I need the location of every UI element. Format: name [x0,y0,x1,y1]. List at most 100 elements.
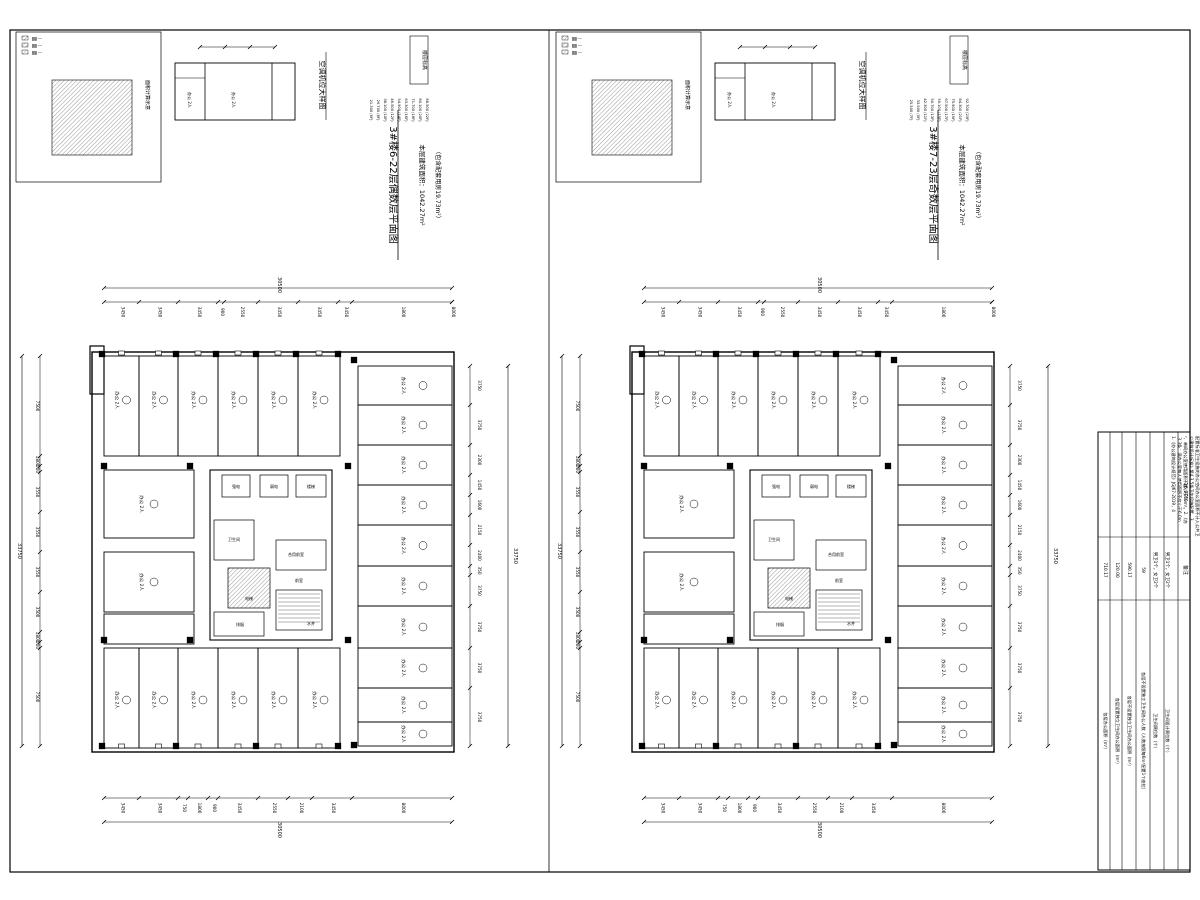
dim-value: 3750 [477,585,482,596]
dimension-tick [19,353,25,359]
dim-value: 3750 [1017,380,1022,391]
toilet [213,519,255,561]
elevation: 25.500 (7F) [909,100,913,121]
room-label: 办公 2人 [400,496,407,514]
area-diagram [591,79,673,156]
core-outline [209,469,333,641]
elevation: 21.300 (6F) [369,100,373,121]
dim-value: 2300 [477,455,482,466]
dim-value: 1800 [575,456,580,467]
room-label: 办公 2人 [230,391,237,409]
table-row-label: 卫生间设计厕位数（个） [1164,709,1171,755]
drawing-frame [9,29,1191,873]
core-label: 前室 [835,577,843,583]
shaft [259,474,289,498]
plan-sheets: ▒▒ ──▒▒ ──▒▒ ──面积计算示意办公 2人办公 2人空调机位大样图3#… [15,31,1058,838]
office-room [837,355,881,457]
dim-value: 350 [1017,567,1022,575]
column [640,636,648,644]
dimension-tick [1007,542,1013,548]
dim-total: 33750 [512,548,518,564]
dimension-tick [101,285,107,291]
room-label: 办公 2人 [940,618,947,636]
elevation: 80.100 (20F) [418,98,422,122]
column [252,742,260,750]
dim-value: 3750 [477,712,482,723]
office-room [797,647,839,749]
column [874,742,882,750]
toilet [753,519,795,561]
window [658,743,665,749]
dimension-tick [309,795,315,801]
core-label: 前室 [295,577,303,583]
dim-value: 3550 [35,487,40,498]
elevation: 75.900 (19F) [951,98,955,122]
area-line: 本层建筑面积：1042.27m² [958,144,967,226]
dim-value: 3550 [35,527,40,538]
window [695,350,702,356]
legend-title: 面积计算示意 [144,80,151,110]
room-label: 办公 2人 [770,391,777,409]
core-label: 弱电 [810,483,818,489]
dimension-tick [762,44,768,50]
window [194,743,202,749]
core-outline [749,469,873,641]
window [274,743,282,749]
room-number [958,541,968,550]
dim-value: 2550 [812,803,817,814]
column [752,350,760,358]
dimension-tick [1007,442,1013,448]
office-room [643,613,735,645]
dimension-tick [641,285,647,291]
elevation: 50.700 (13F) [930,98,934,122]
dim-value: 3750 [1017,663,1022,674]
table-row-value: 59 [1140,567,1146,573]
window [274,350,282,356]
core: 强电弱电楼梯电梯前室合用前室卫生间排烟水井 [98,350,358,750]
dimension-tick [559,743,565,749]
dimension-tick [825,795,831,801]
dim-value: 3450 [777,803,782,814]
office-room [717,647,759,749]
elev-title-box [949,35,969,85]
window [814,743,822,749]
core-label: 排烟 [236,621,244,627]
detail-outline [174,62,296,121]
dimension-tick [745,795,751,801]
room-number [418,622,428,632]
room-number [778,395,788,405]
dim-value: 900 [760,308,765,316]
room-number [159,395,168,405]
dim-value: 8000 [451,307,456,318]
dim-value: 3450 [344,307,349,318]
column [712,742,720,750]
dim-value: 3550 [575,487,580,498]
dimension-tick [1007,645,1013,651]
elevation: 67.500 (17F) [944,98,948,122]
core-label: 水井 [847,620,855,626]
core-label: 弱电 [270,483,278,489]
dimension-tick [37,639,43,645]
dimension-tick [215,795,221,801]
room-label: 办公 2人 [400,659,407,677]
dimension-tick [467,603,473,609]
service [213,611,265,637]
room-number [122,395,131,405]
room-number [958,500,968,510]
room-number [958,381,968,390]
legend-swatch [21,49,29,55]
window [155,743,162,749]
column [98,350,106,358]
office-room [643,355,680,457]
column [334,350,342,358]
room-label: 办公 2人 [114,691,121,709]
column [884,636,892,644]
room-number [418,381,428,390]
dimension-tick [577,453,583,459]
dimension-tick [875,299,881,305]
dim-value: 2550 [240,307,245,318]
room-label: 办公 2人 [138,573,145,591]
dim-value: 3450 [158,307,163,318]
room-label: 办公 2人 [190,391,197,409]
